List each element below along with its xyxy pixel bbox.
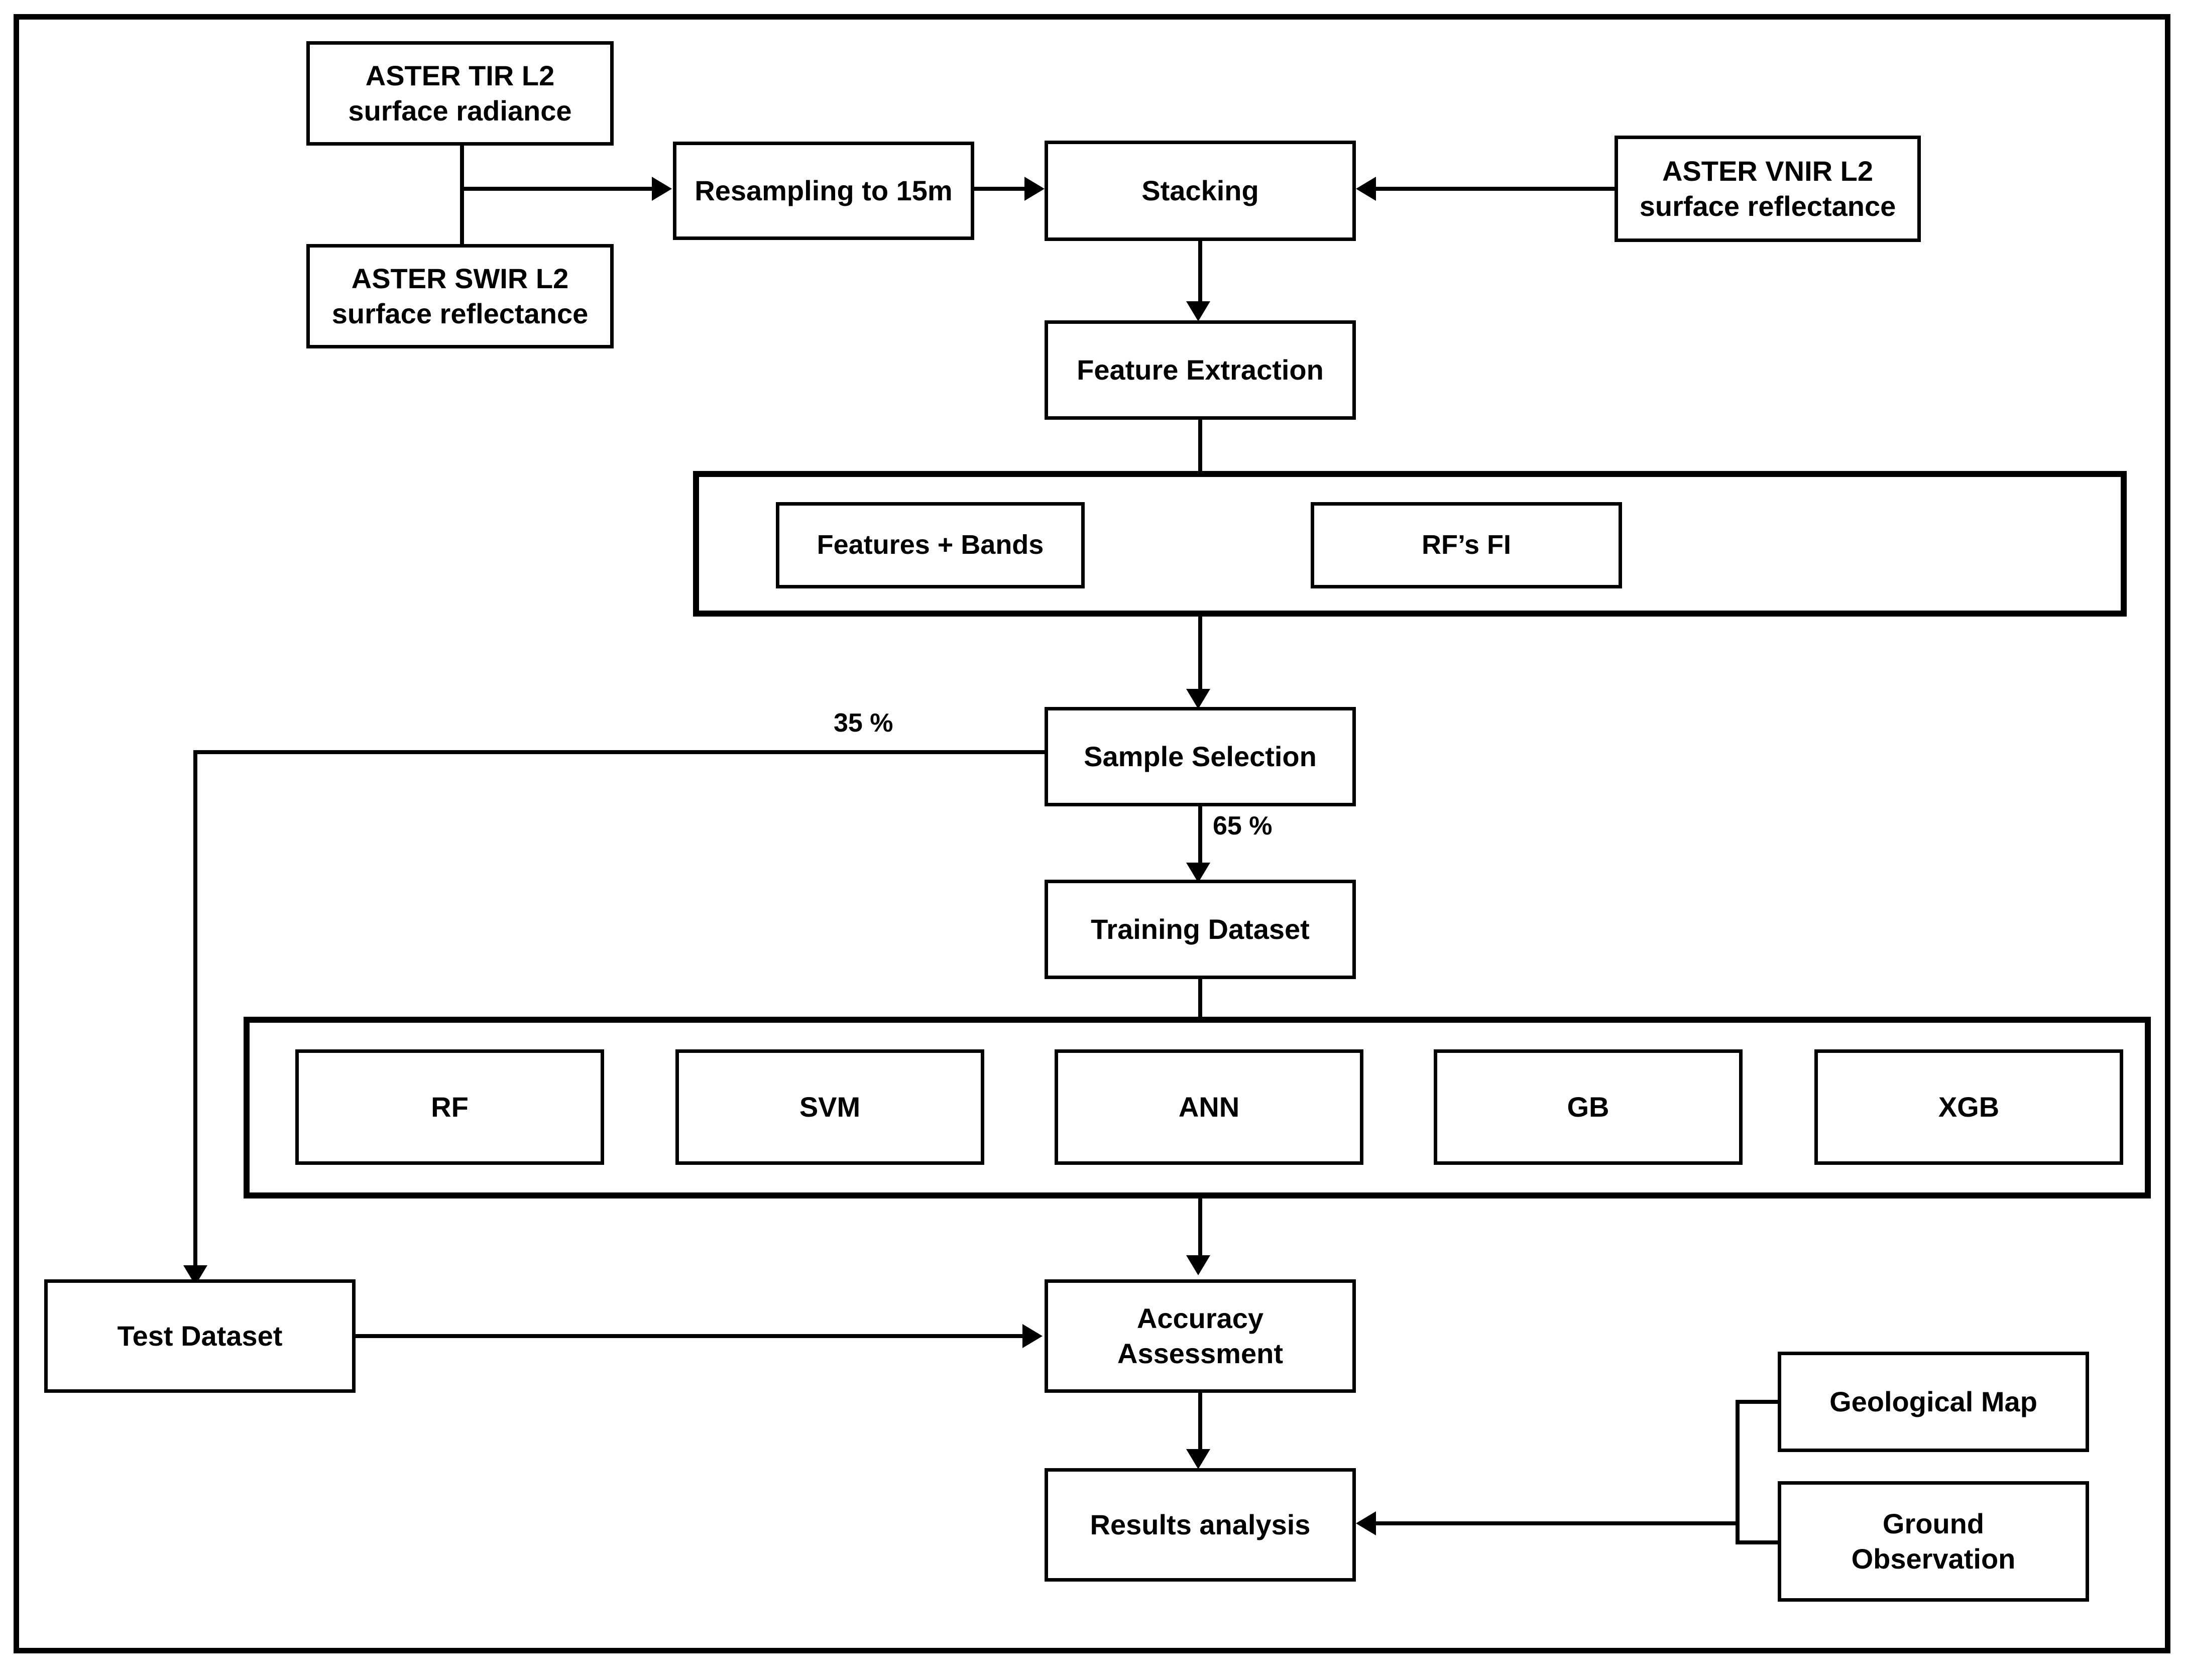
connector-resampling-to-stacking xyxy=(974,187,1026,191)
classifier-box-rf: RF xyxy=(295,1049,604,1165)
results-analysis-label: Results analysis xyxy=(1090,1509,1311,1540)
connector-sources-to-resampling xyxy=(460,187,653,191)
node-rf-fi: RF’s FI xyxy=(1311,502,1622,588)
accuracy-line2: Assessment xyxy=(1117,1338,1283,1369)
ground-observation-line1: Ground xyxy=(1882,1508,1985,1539)
arrowhead-to-training-dataset xyxy=(1186,863,1210,883)
connector-vnir-to-stacking xyxy=(1376,187,1616,191)
classifier-label-rf: RF xyxy=(431,1091,469,1123)
edge-label-35-percent: 35 % xyxy=(834,708,893,738)
connector-training-to-models xyxy=(1198,979,1202,1034)
arrowhead-to-feature-extraction xyxy=(1186,301,1210,321)
connector-models-to-accuracy xyxy=(1198,1198,1202,1269)
geological-map-label: Geological Map xyxy=(1829,1386,2037,1417)
arrowhead-to-accuracy-left xyxy=(1022,1324,1043,1348)
connector-group-to-sample xyxy=(1198,617,1202,697)
accuracy-line1: Accuracy xyxy=(1136,1302,1264,1334)
aster-swir-line1: ASTER SWIR L2 xyxy=(351,263,569,294)
node-resampling: Resampling to 15m xyxy=(673,142,974,240)
arrowhead-to-sample-selection xyxy=(1186,689,1210,709)
edge-label-65-percent: 65 % xyxy=(1213,811,1273,841)
feature-extraction-label: Feature Extraction xyxy=(1077,354,1324,386)
connector-accuracy-to-results xyxy=(1198,1393,1202,1463)
connector-ground-stub xyxy=(1736,1540,1781,1544)
node-training-dataset: Training Dataset xyxy=(1045,880,1356,979)
sample-selection-label: Sample Selection xyxy=(1084,741,1317,772)
arrowhead-to-results-right xyxy=(1356,1511,1376,1535)
arrowhead-to-stacking-left xyxy=(1024,177,1045,201)
connector-stacking-to-features xyxy=(1198,241,1202,307)
classifier-label-gb: GB xyxy=(1567,1091,1609,1123)
arrowhead-to-results-analysis xyxy=(1186,1449,1210,1469)
node-accuracy-assessment: Accuracy Assessment xyxy=(1045,1279,1356,1393)
node-stacking: Stacking xyxy=(1045,141,1356,241)
node-test-dataset: Test Dataset xyxy=(44,1279,356,1393)
rf-fi-label: RF’s FI xyxy=(1421,530,1511,560)
connector-swir-up xyxy=(460,188,464,246)
ground-observation-line2: Observation xyxy=(1851,1543,2016,1575)
aster-tir-line1: ASTER TIR L2 xyxy=(365,60,555,91)
connector-sample-to-test-horizontal xyxy=(193,750,1047,754)
connector-featext-to-group xyxy=(1198,420,1202,476)
connector-sample-to-training xyxy=(1198,806,1202,872)
aster-vnir-line2: surface reflectance xyxy=(1639,190,1896,222)
connector-sample-to-test-vertical xyxy=(193,750,197,1283)
classifier-box-xgb: XGB xyxy=(1814,1049,2123,1165)
connector-validation-to-results xyxy=(1376,1521,1738,1525)
node-ground-observation: Ground Observation xyxy=(1778,1481,2089,1602)
test-dataset-label: Test Dataset xyxy=(117,1320,283,1352)
connector-geomap-stub xyxy=(1736,1400,1781,1404)
features-bands-label: Features + Bands xyxy=(817,530,1044,560)
node-geological-map: Geological Map xyxy=(1778,1352,2089,1452)
node-aster-vnir: ASTER VNIR L2 surface reflectance xyxy=(1615,136,1921,242)
aster-tir-line2: surface radiance xyxy=(348,95,572,127)
node-features-bands: Features + Bands xyxy=(776,502,1085,588)
classifier-label-xgb: XGB xyxy=(1938,1091,2000,1123)
aster-vnir-line1: ASTER VNIR L2 xyxy=(1662,155,1874,187)
classifier-box-gb: GB xyxy=(1434,1049,1743,1165)
stacking-label: Stacking xyxy=(1141,175,1259,206)
classifier-label-ann: ANN xyxy=(1178,1091,1240,1123)
classifier-box-ann: ANN xyxy=(1055,1049,1363,1165)
node-aster-swir: ASTER SWIR L2 surface reflectance xyxy=(306,244,614,348)
resampling-label: Resampling to 15m xyxy=(695,175,953,206)
node-feature-extraction: Feature Extraction xyxy=(1045,320,1356,420)
connector-validation-spine xyxy=(1736,1400,1740,1544)
training-dataset-label: Training Dataset xyxy=(1091,913,1310,945)
node-results-analysis: Results analysis xyxy=(1045,1468,1356,1582)
connector-test-to-accuracy xyxy=(356,1334,1024,1338)
aster-swir-line2: surface reflectance xyxy=(331,298,589,329)
arrowhead-to-stacking-right xyxy=(1356,177,1376,201)
node-aster-tir: ASTER TIR L2 surface radiance xyxy=(306,41,614,146)
diagram-outer-frame xyxy=(14,14,2170,1653)
classifier-box-svm: SVM xyxy=(675,1049,984,1165)
connector-tir-down xyxy=(460,144,464,196)
arrowhead-to-resampling xyxy=(652,177,672,201)
arrowhead-to-accuracy-assessment xyxy=(1186,1255,1210,1275)
node-sample-selection: Sample Selection xyxy=(1045,707,1356,806)
classifier-label-svm: SVM xyxy=(799,1091,861,1123)
